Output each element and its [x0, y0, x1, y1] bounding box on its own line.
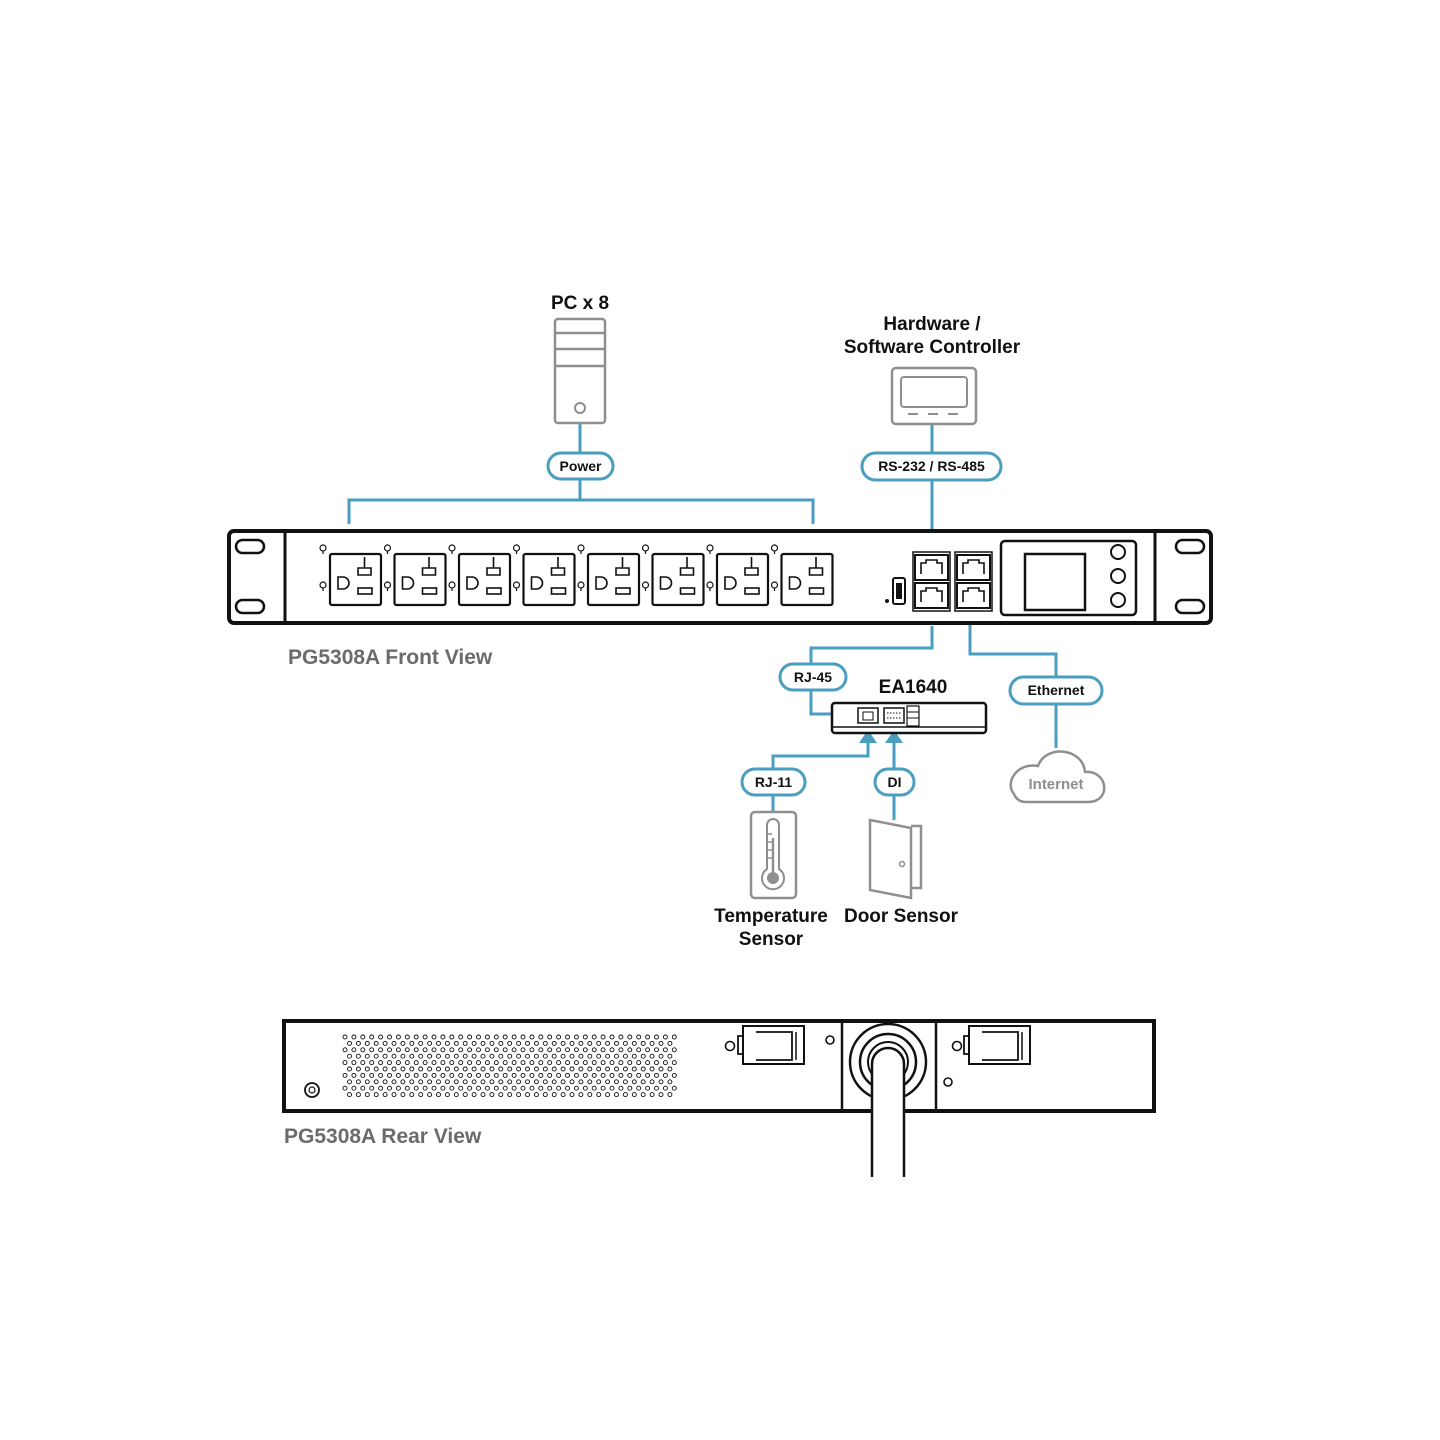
door-sensor-label: Door Sensor — [844, 906, 959, 927]
outlet-3 — [457, 552, 512, 607]
outlet-led-icon — [577, 581, 585, 591]
usb-port-icon — [892, 577, 906, 605]
outlet-5 — [586, 552, 641, 607]
ea1640-label: EA1640 — [879, 677, 948, 698]
outlet-4 — [522, 552, 576, 607]
power-cord — [870, 1046, 906, 1065]
rj11-jack-icon — [857, 707, 879, 724]
svg-text:Ethernet: Ethernet — [1028, 682, 1085, 698]
power-pill: Power — [546, 451, 615, 481]
screw-icon — [943, 1077, 953, 1087]
di-terminal-icon — [883, 707, 905, 724]
outlet-1 — [328, 552, 383, 607]
di-arrow — [885, 730, 903, 743]
screw-icon — [724, 1040, 736, 1052]
panel-button-icon — [1110, 568, 1126, 584]
door-icon — [868, 818, 923, 900]
controller-label-line2: Software Controller — [844, 337, 1021, 358]
screw-icon — [825, 1035, 835, 1045]
outlet-led-icon — [770, 544, 779, 554]
rj45-port-icon — [914, 582, 949, 609]
power-wire-bus — [347, 498, 815, 524]
outlet-7 — [715, 552, 770, 607]
outlet-led-icon — [319, 544, 327, 554]
outlet-led-icon — [770, 581, 779, 591]
ea1640-device-icon — [830, 701, 988, 735]
outlet-2 — [393, 552, 447, 607]
ground-screw-icon — [304, 1082, 320, 1098]
panel-button-icon — [1110, 544, 1126, 560]
svg-text:RJ-45: RJ-45 — [794, 669, 832, 685]
internet-cloud-icon — [1009, 750, 1106, 804]
ventilation-grille — [342, 1034, 677, 1098]
temperature-label-line1: Temperature — [714, 906, 828, 927]
front-view-label: PG5308A Front View — [288, 646, 493, 669]
rj11-pill: RJ-11 — [740, 767, 807, 797]
display-module — [999, 539, 1138, 617]
outlet-8 — [780, 552, 834, 607]
internet-label: Internet — [1028, 776, 1083, 793]
pdu-front-panel — [227, 529, 1213, 625]
outlet-led-icon — [512, 581, 521, 591]
svg-text:DI: DI — [888, 774, 902, 790]
pc-tower-icon — [553, 317, 607, 425]
outlet-led-icon — [383, 544, 392, 554]
svg-text:Power: Power — [559, 458, 602, 474]
svg-text:RJ-11: RJ-11 — [755, 774, 793, 790]
breaker-clip-left — [724, 1025, 805, 1065]
outlet-led-icon — [706, 581, 714, 591]
rear-view-label: PG5308A Rear View — [284, 1125, 482, 1148]
controller-label-line1: Hardware / — [883, 314, 981, 335]
mounting-hole-icon — [1174, 538, 1206, 555]
screw-icon — [951, 1040, 963, 1052]
pdu-rear-panel — [282, 1019, 1156, 1177]
mounting-hole-icon — [234, 538, 266, 555]
outlet-led-icon — [512, 544, 521, 554]
rj11-arrow — [859, 730, 877, 743]
outlet-led-icon — [448, 544, 456, 554]
outlet-led-icon — [448, 581, 456, 591]
outlet-led-icon — [319, 581, 327, 591]
rj45-port-block — [912, 551, 993, 612]
pc-label: PC x 8 — [551, 293, 609, 314]
svg-text:RS-232 / RS-485: RS-232 / RS-485 — [878, 458, 985, 474]
outlet-bank — [319, 544, 834, 607]
rj45-port-icon — [914, 554, 949, 581]
breaker-clip-right — [951, 1025, 1031, 1065]
rj45-port-icon — [956, 582, 991, 609]
di-pill: DI — [873, 767, 916, 797]
outlet-6 — [651, 552, 705, 607]
outlet-led-icon — [641, 581, 650, 591]
outlet-led-icon — [641, 544, 650, 554]
thermometer-icon — [749, 810, 798, 900]
temperature-label-line2: Sensor — [739, 929, 804, 950]
outlet-led-icon — [706, 544, 714, 554]
rj45-pill: RJ-45 — [778, 662, 848, 692]
outlet-led-icon — [577, 544, 585, 554]
rj45-wire — [809, 626, 934, 716]
outlet-led-icon — [383, 581, 392, 591]
serial-pill: RS-232 / RS-485 — [860, 451, 1003, 482]
lcd-screen — [1023, 552, 1087, 612]
ethernet-pill: Ethernet — [1008, 675, 1104, 706]
controller-device-icon — [890, 366, 978, 426]
rj45-port-icon — [956, 554, 991, 581]
mounting-hole-icon — [1174, 598, 1206, 615]
panel-button-icon — [1110, 592, 1126, 608]
mounting-hole-icon — [234, 598, 266, 615]
